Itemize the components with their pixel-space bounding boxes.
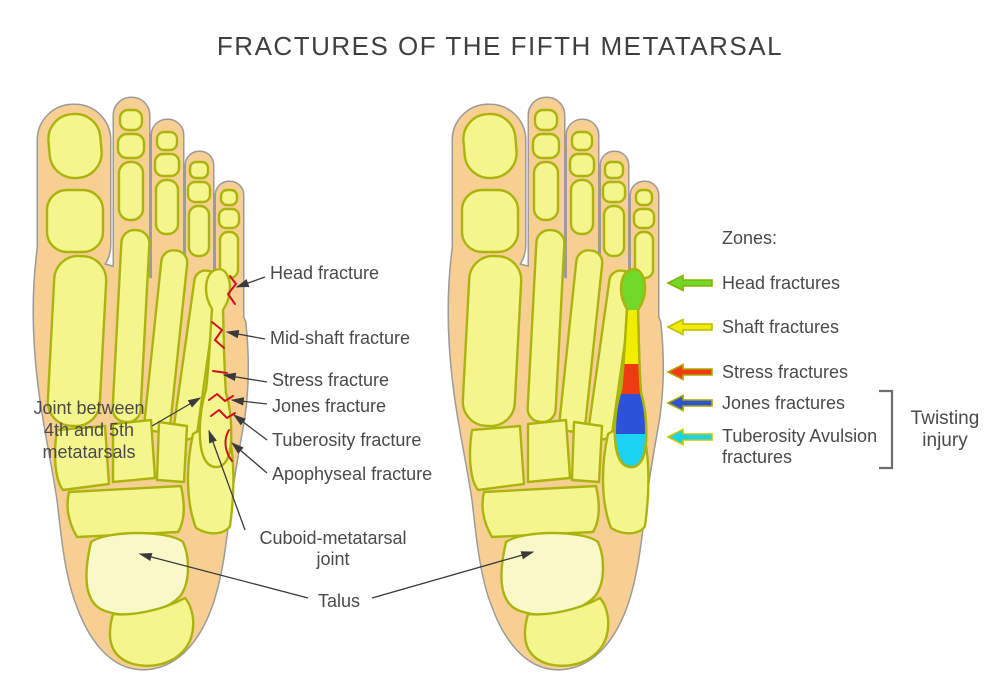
twisting-injury-label: Twisting injury [910,408,980,451]
mid-shaft-fracture-line [211,321,225,349]
stress-fracture-label: Stress fracture [272,370,390,390]
legend-item-stress-fractures: Stress fractures [722,362,849,382]
stress-fracture-line [212,370,228,374]
legend-arrows [667,274,713,446]
legend-item-tuberosity-avulsion-fractures: Tuberosity Avulsion fractures [722,426,878,467]
stress-zone-arrow-icon [667,363,713,381]
legend-item-shaft-fractures: Shaft fractures [722,317,840,337]
jones-fracture-line [208,393,234,402]
mid-shaft-fracture-pointer [225,330,266,340]
legend-item-jones-fractures: Jones fractures [722,393,846,413]
talus-label: Talus [318,591,361,611]
tuberosity-fracture-pointer [232,414,268,441]
head-fracture-label: Head fracture [270,263,380,283]
jones-zone-arrow-icon [667,394,713,412]
cuboid-joint-pointer [208,429,246,531]
page-title: FRACTURES OF THE FIFTH METATARSAL [216,31,784,61]
leader-lines [138,276,535,599]
joint-4-5-pointer [151,397,202,427]
tuberosity-fracture-line [210,409,236,419]
stress-fracture-pointer [222,372,268,383]
legend-heading: Zones: [722,228,778,248]
apophyseal-fracture-line [224,429,233,462]
cuboid-joint-label: Cuboid-metatarsal joint [259,528,407,569]
legend-item-head-fractures: Head fractures [722,273,841,293]
zone-band-jones [614,394,647,434]
jones-fracture-pointer [230,397,268,406]
twisting-injury-bracket [879,389,894,470]
talus-left-pointer [138,552,309,599]
head-zone-arrow-icon [667,274,713,292]
apophyseal-fracture-pointer [231,442,268,474]
talus-right-pointer [371,551,535,599]
joint-4-5-label: Joint between 4th and 5th metatarsals [33,398,145,462]
head-fracture-pointer [235,276,266,288]
jones-fracture-label: Jones fracture [272,396,387,416]
apophyseal-fracture-label: Apophyseal fracture [272,464,433,484]
fracture-lines [208,275,237,462]
shaft-zone-arrow-icon [667,318,713,336]
head-fracture-line [227,275,237,305]
tuberosity-zone-arrow-icon [667,428,713,446]
mid-shaft-fracture-label: Mid-shaft fracture [270,328,411,348]
left-foot-illustration [34,98,248,669]
tuberosity-fracture-label: Tuberosity fracture [272,430,422,450]
